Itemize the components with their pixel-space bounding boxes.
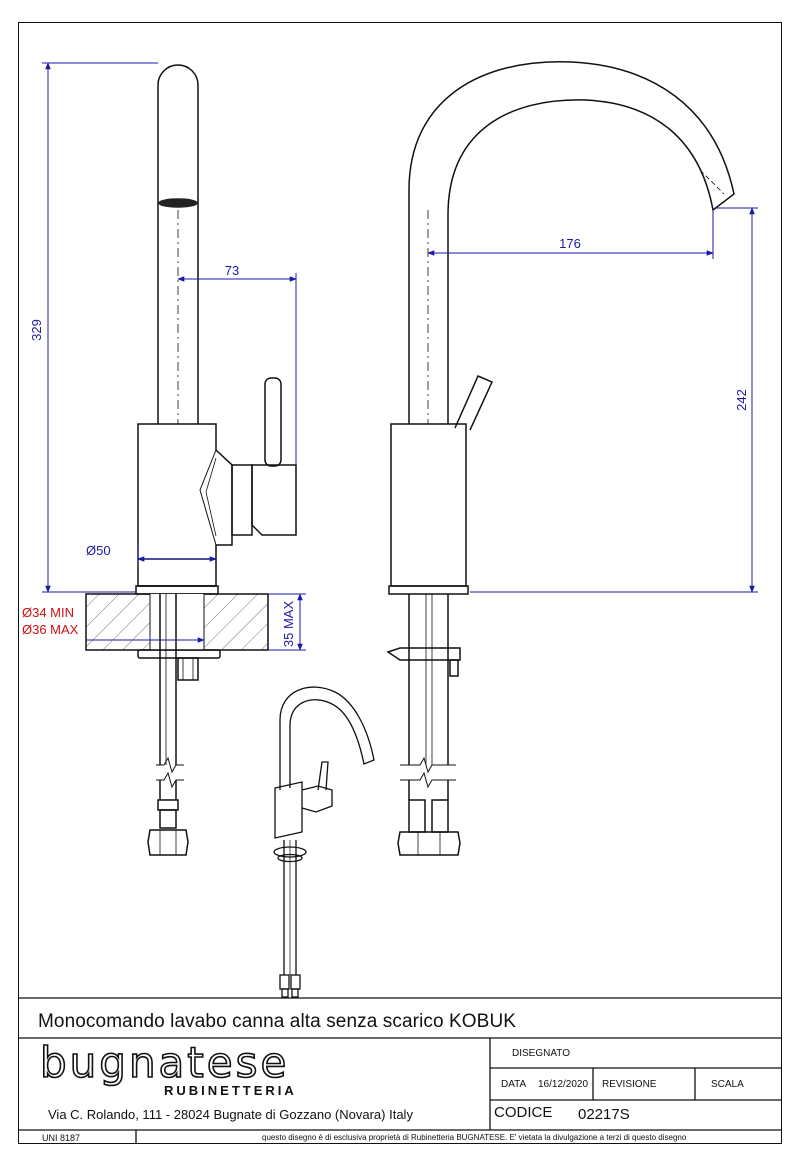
ownership-notice: questo disegno è di esclusiva proprietà … [262,1133,687,1142]
brand-subtitle: RUBINETTERIA [164,1083,297,1098]
aerator-outlet [158,198,198,208]
iso-lever [317,761,329,791]
date-label: DATA [501,1079,527,1090]
drawing-title: Monocomando lavabo canna alta senza scar… [38,1011,517,1032]
side-cartridge [231,464,253,536]
front-hex-nut [397,831,461,856]
standard-label: UNI 8187 [42,1133,81,1143]
revision-label: REVISIONE [602,1079,657,1090]
front-dimensions [427,207,758,593]
dim-base-diameter: Ø50 [86,543,111,558]
designed-label: DISEGNATO [512,1048,570,1059]
dim-counter-thickness: 35 MAX [281,601,296,648]
date-value: 16/12/2020 [538,1079,589,1090]
dim-spout-height: 242 [734,389,749,411]
side-lever-housing [251,464,297,536]
side-spout [157,64,199,424]
code-label: CODICE [494,1104,553,1121]
dim-spout-reach-front: 176 [559,236,581,251]
side-hex-nut [147,829,189,856]
front-lever [454,375,494,431]
front-view [386,61,735,856]
front-body [390,423,467,587]
drawing-frame [18,22,782,1144]
code-value: 02217S [578,1106,630,1123]
scale-label: SCALA [711,1079,744,1090]
iso-body [274,781,303,839]
dim-hole-max: Ø36 MAX [22,622,79,637]
side-dimensions [42,62,306,651]
side-body [137,423,233,587]
brand-logo: bugnatese [39,1038,290,1087]
side-view [85,64,297,856]
iso-spout [279,686,375,790]
title-block-grid [18,997,782,1144]
side-lever [264,377,282,467]
dim-spout-reach-side: 73 [225,263,239,278]
isometric-view [273,686,375,998]
company-address: Via C. Rolando, 111 - 28024 Bugnate di G… [48,1107,413,1122]
dim-hole-min: Ø34 MIN [22,605,74,620]
front-spout [408,61,735,424]
dim-height-total: 329 [29,319,44,341]
